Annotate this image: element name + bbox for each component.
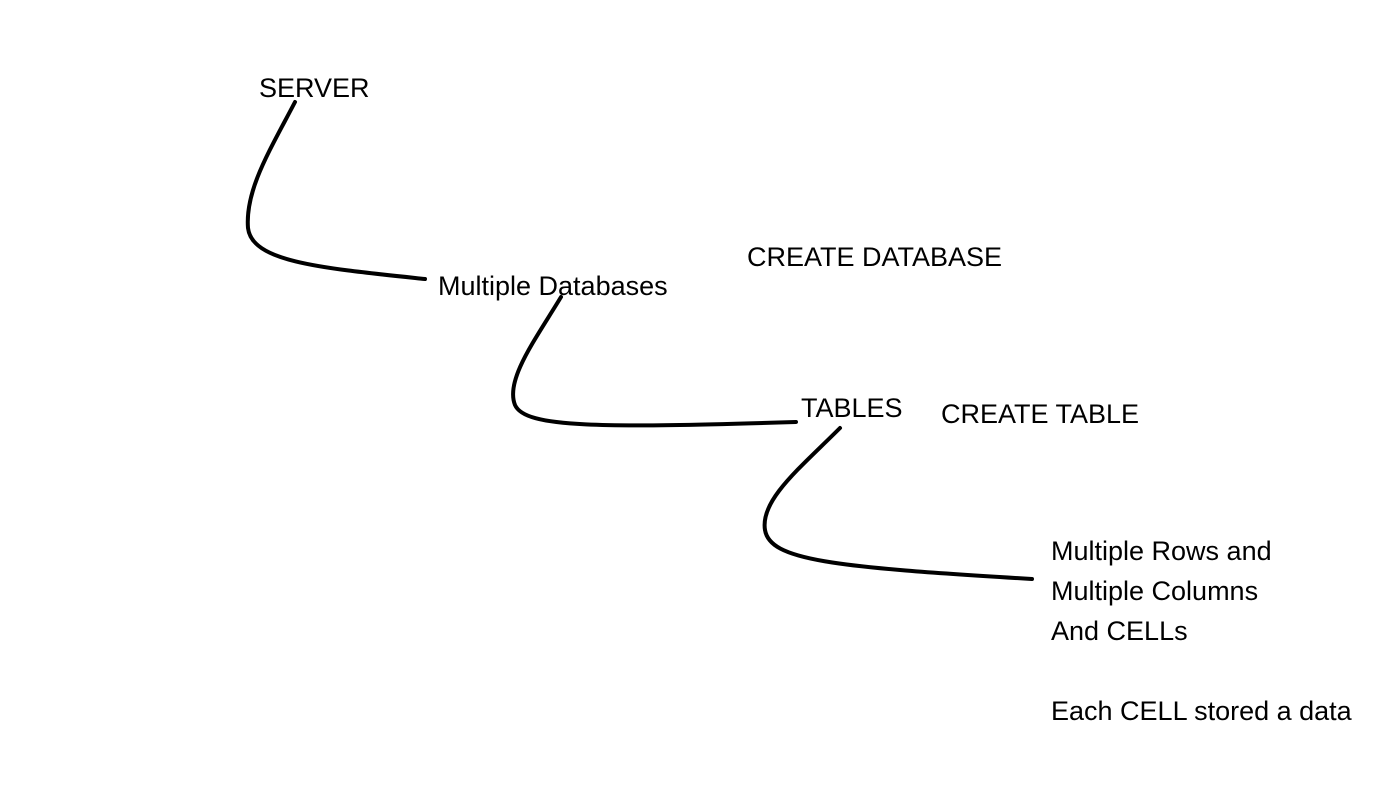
- connector-server-to-databases: [245, 100, 427, 281]
- node-tables: TABLES: [801, 393, 903, 423]
- note-create-table: CREATE TABLE: [941, 399, 1140, 429]
- node-server: SERVER: [259, 73, 370, 103]
- rows-line-2: Multiple Columns: [1051, 576, 1259, 606]
- node-multiple-databases: Multiple Databases: [438, 271, 668, 301]
- rows-line-1: Multiple Rows and: [1051, 536, 1272, 566]
- note-each-cell: Each CELL stored a data: [1051, 696, 1352, 726]
- note-create-database: CREATE DATABASE: [747, 242, 1003, 272]
- connector-databases-to-tables: [511, 295, 798, 428]
- rows-line-3: And CELLs: [1051, 616, 1188, 646]
- node-rows-columns-cells: Multiple Rows and Multiple Columns And C…: [1051, 531, 1272, 651]
- connector-tables-to-rows: [762, 426, 1034, 581]
